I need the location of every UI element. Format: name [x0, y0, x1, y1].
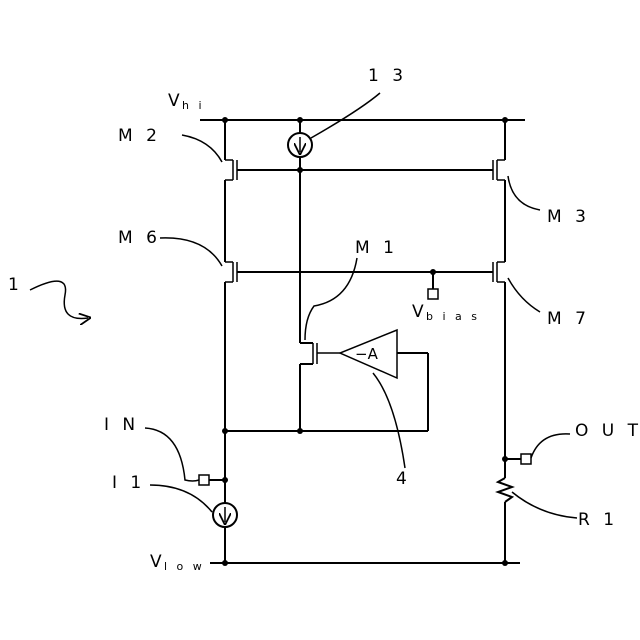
vhi-subscript: h i [182, 99, 205, 112]
r1-label: R 1 [578, 510, 618, 530]
transistor-m7 [493, 262, 505, 282]
out-terminal [521, 454, 531, 464]
vbias-subscript: b i a s [426, 310, 480, 323]
vbias-terminal [428, 289, 438, 299]
ref-4-label: 4 [396, 469, 411, 489]
m1-label: M 1 [355, 238, 398, 258]
transistor-m1 [313, 343, 340, 364]
m3-label: M 3 [547, 207, 590, 227]
resistor-r1 [498, 478, 512, 502]
ref-13-label: 1 3 [368, 66, 407, 86]
out-label: O U T [575, 421, 640, 441]
amplifier-gain-label: −A [355, 345, 379, 363]
junction-dots [222, 117, 508, 566]
m2-label: M 2 [118, 126, 161, 146]
m6-label: M 6 [118, 228, 161, 248]
transistor-m2 [225, 160, 237, 180]
transistor-m6 [225, 262, 237, 282]
vlow-subscript: l o w [164, 560, 205, 573]
ref-1-label: 1 [8, 275, 23, 295]
in-label: I N [104, 415, 139, 435]
m7-label: M 7 [547, 309, 590, 329]
in-terminal [199, 475, 209, 485]
transistor-m3 [493, 160, 505, 180]
i1-label: I 1 [112, 473, 145, 493]
